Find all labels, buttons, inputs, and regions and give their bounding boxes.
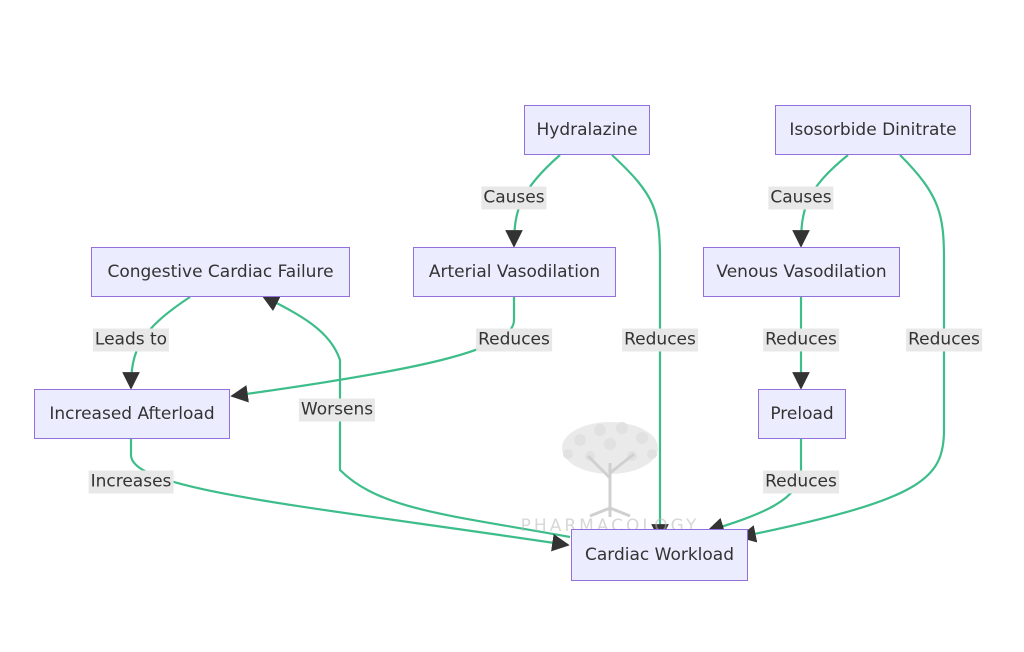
edge-label-hydralazine-reduces: Reduces xyxy=(622,328,698,352)
node-arterial-vasodilation: Arterial Vasodilation xyxy=(413,247,616,297)
edge-label-leads-to: Leads to xyxy=(92,328,170,352)
node-cardiac-workload: Cardiac Workload xyxy=(571,529,748,581)
node-increased-afterload: Increased Afterload xyxy=(34,389,230,439)
edge-label-venous-reduces: Reduces xyxy=(763,328,839,352)
node-preload: Preload xyxy=(758,389,846,439)
edge-label-arterial-reduces: Reduces xyxy=(476,328,552,352)
edge-hydralazine-reduces xyxy=(611,154,669,542)
tree-icon xyxy=(562,422,658,518)
edge-worsens xyxy=(261,295,571,539)
edge-label-isosorbide-causes: Causes xyxy=(768,186,834,210)
edge-increases xyxy=(129,439,570,552)
edge-label-increases: Increases xyxy=(88,470,174,494)
edge-label-preload-reduces: Reduces xyxy=(763,470,839,494)
edge-arterial-reduces xyxy=(230,297,516,403)
node-hydralazine: Hydralazine xyxy=(524,105,650,155)
edge-label-hydralazine-causes: Causes xyxy=(481,186,547,210)
edge-label-isosorbide-reduces: Reduces xyxy=(906,328,982,352)
edge-isosorbide-reduces xyxy=(738,154,946,543)
node-congestive-cardiac-failure: Congestive Cardiac Failure xyxy=(91,247,350,297)
edge-label-worsens: Worsens xyxy=(298,398,376,422)
node-venous-vasodilation: Venous Vasodilation xyxy=(703,247,900,297)
node-isosorbide-dinitrate: Isosorbide Dinitrate xyxy=(775,105,971,155)
